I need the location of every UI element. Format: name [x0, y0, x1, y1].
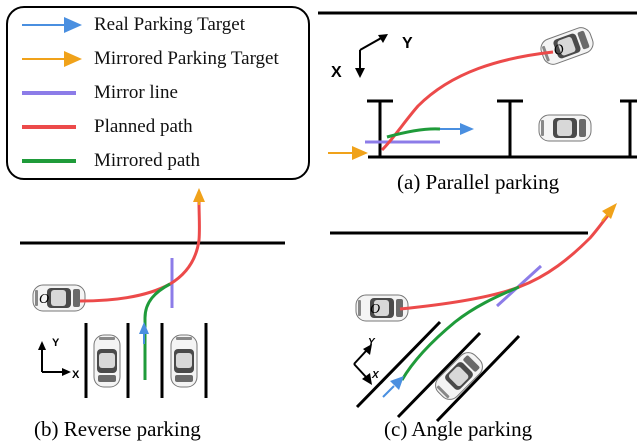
mirrored-path-parallel [386, 127, 441, 139]
slot-line-1-angle [355, 320, 442, 409]
orange-arrow-icon [22, 51, 82, 67]
car-origin-label-angle: O [370, 302, 380, 317]
car-start-angle: O [355, 294, 409, 322]
slot-divider-3 [620, 99, 637, 157]
car-origin-label-reverse: O [39, 292, 49, 307]
legend: Real Parking Target Mirrored Parking Tar… [6, 6, 310, 180]
axis-indicator-parallel [355, 34, 388, 78]
axis-label-x-parallel: X [331, 64, 342, 81]
axis-label-y-parallel: Y [402, 35, 413, 52]
slot-line-3-angle [435, 334, 521, 423]
axis-label-y-angle: Y [368, 337, 376, 348]
planned-path-reverse [79, 201, 201, 303]
legend-item-mirrored-target: Mirrored Parking Target [20, 46, 279, 72]
planned-path-parallel [380, 50, 554, 152]
legend-label-mirrored-target: Mirrored Parking Target [94, 48, 279, 69]
axis-indicator-reverse [38, 341, 71, 376]
real-target-arrow-reverse [139, 322, 149, 344]
parked-car-parallel [538, 114, 592, 142]
caption-reverse: (b) Reverse parking [34, 417, 201, 441]
parked-car-reverse-1 [93, 334, 121, 388]
legend-label-planned-path: Planned path [94, 116, 193, 137]
legend-label-mirrored-path: Mirrored path [94, 150, 201, 171]
real-target-arrow-parallel [440, 123, 474, 135]
legend-label-real-target: Real Parking Target [94, 14, 245, 35]
car-start-reverse: O [32, 284, 86, 312]
mirrored-target-arrow-reverse [193, 188, 205, 205]
axis-label-y-reverse: Y [52, 337, 60, 349]
car-origin-label-parallel: O [552, 42, 567, 60]
legend-item-mirrored-path: Mirrored path [20, 148, 200, 174]
slot-line-2-angle [396, 331, 482, 419]
legend-label-mirror-line: Mirror line [94, 82, 178, 103]
real-target-arrow-angle [382, 376, 404, 398]
panel-reverse: O Y X [20, 188, 285, 398]
mirrored-target-arrow-parallel [328, 146, 368, 160]
planned-path-angle [399, 212, 612, 311]
mirrored-path-angle [400, 285, 520, 381]
axis-label-x-angle: X [371, 370, 380, 381]
axis-label-x-reverse: X [72, 369, 80, 381]
parked-car-reverse-2 [170, 334, 198, 388]
mirrored-path-reverse [143, 282, 171, 380]
planned-path-swatch-icon [22, 125, 76, 129]
mirror-line-swatch-icon [22, 91, 76, 95]
caption-angle: (c) Angle parking [384, 417, 533, 441]
car-start-parallel: O [537, 24, 597, 68]
panel-parallel: Y X O [318, 11, 637, 160]
axis-indicator-angle [353, 344, 372, 385]
caption-parallel: (a) Parallel parking [397, 170, 560, 194]
legend-item-mirror-line: Mirror line [20, 80, 178, 106]
legend-item-planned-path: Planned path [20, 114, 193, 140]
legend-item-real-target: Real Parking Target [20, 12, 245, 38]
slot-divider-1 [367, 99, 393, 157]
mirrored-target-arrow-angle [601, 203, 617, 222]
mirrored-path-swatch-icon [22, 159, 76, 163]
blue-arrow-icon [22, 17, 82, 33]
slot-divider-2 [497, 99, 523, 157]
panel-angle: O Y X [330, 203, 617, 423]
